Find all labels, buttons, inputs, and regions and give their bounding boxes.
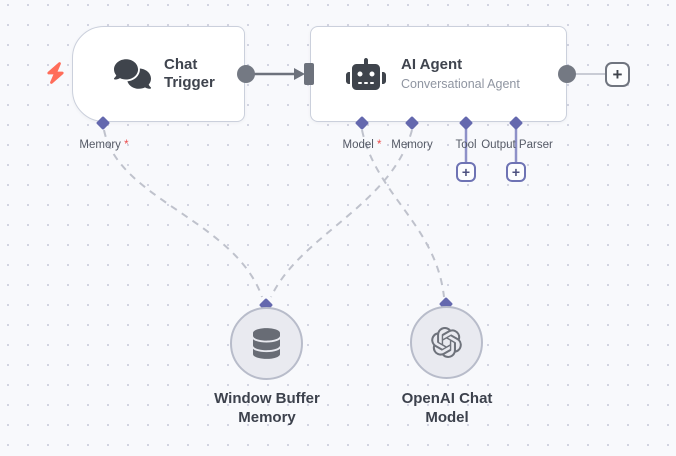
required-asterisk: * [124,139,129,151]
add-tool-button[interactable]: + [456,162,476,182]
connection-agent-memory-to-buffer[interactable] [270,129,413,298]
chat-trigger-title: Chat Trigger [164,56,215,91]
required-asterisk: * [377,139,382,151]
connection-agent-model-to-openai[interactable] [361,129,445,298]
ai-agent-subtitle: Conversational Agent [401,77,520,91]
database-icon [253,328,280,359]
openai-chat-model-label: OpenAI Chat Model [401,390,493,426]
agent-output-parser-port-label: Output Parser [481,139,553,151]
robot-icon [345,57,387,91]
ai-agent-input-connector[interactable] [304,63,314,85]
plus-icon: + [511,164,521,180]
plus-icon: + [461,164,471,180]
node-chat-trigger[interactable]: Chat Trigger [72,26,245,122]
ai-agent-output-connector[interactable] [558,65,576,83]
openai-icon [431,327,462,358]
chat-trigger-output-connector[interactable] [237,65,255,83]
node-openai-chat-model[interactable] [410,306,483,379]
connection-trigger-memory-to-buffer[interactable] [103,129,263,298]
add-output-parser-button[interactable]: + [506,162,526,182]
node-ai-agent[interactable]: AI Agent Conversational Agent [310,26,567,122]
node-window-buffer-memory[interactable] [230,307,303,380]
ai-agent-title: AI Agent [401,56,463,73]
trigger-memory-port-label: Memory * [79,139,129,151]
agent-memory-port-label: Memory [391,139,433,151]
add-node-button[interactable]: + [605,62,630,87]
chat-bubbles-icon [113,58,151,90]
plus-icon: + [612,65,623,84]
window-buffer-memory-label: Window Buffer Memory [214,390,320,426]
agent-tool-port-label: Tool [455,139,477,151]
bolt-icon [44,61,66,85]
agent-model-port-label: Model * [342,139,382,151]
